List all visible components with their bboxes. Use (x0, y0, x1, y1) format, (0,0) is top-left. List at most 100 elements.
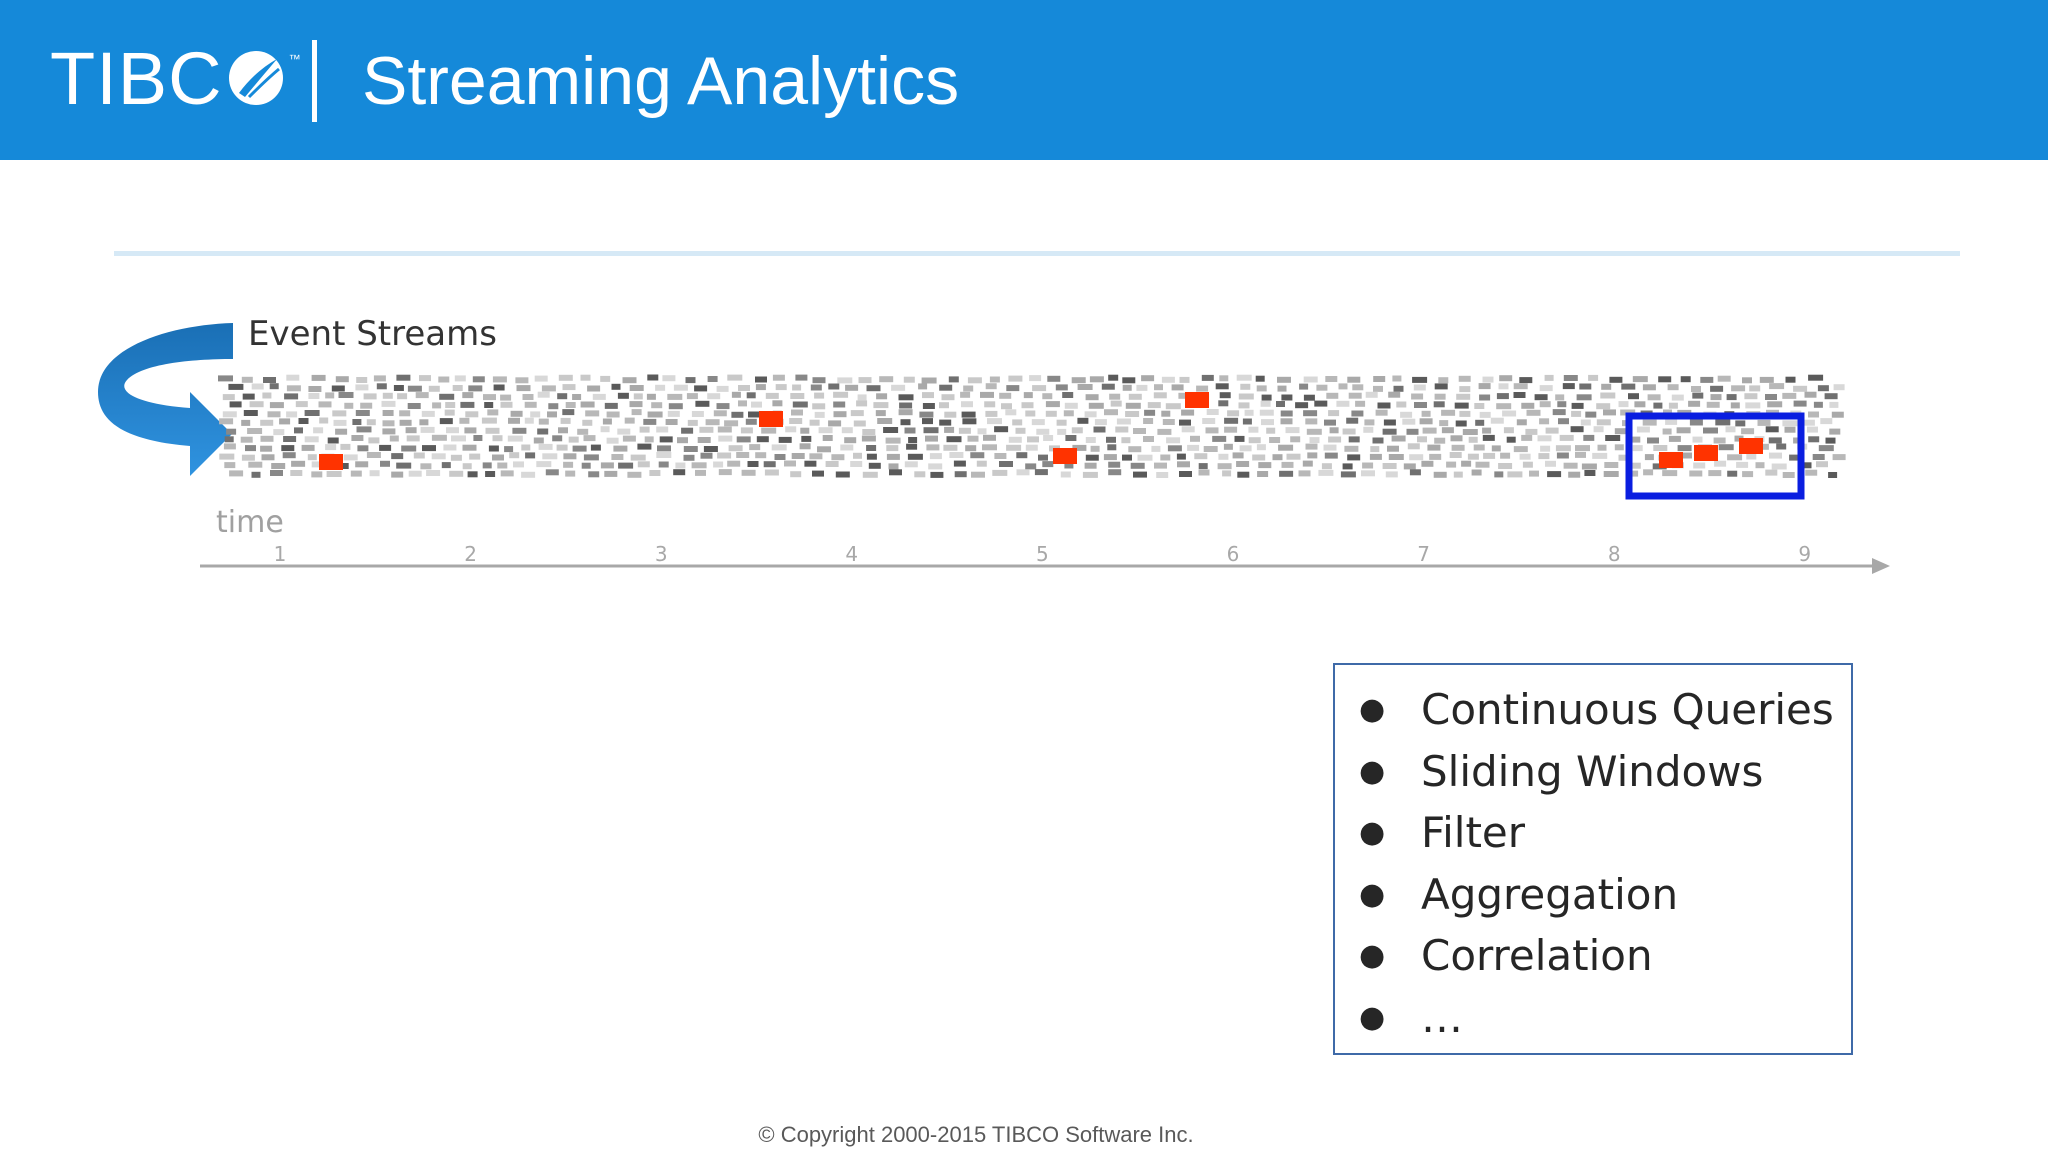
event-dot (1677, 445, 1692, 452)
event-dot (1755, 462, 1765, 469)
event-dot (469, 453, 481, 460)
event-dot (908, 437, 918, 443)
event-dot (1242, 418, 1252, 425)
event-dot (799, 443, 811, 450)
event-dot (606, 411, 620, 418)
event-dot (919, 411, 934, 418)
highlighted-event (1694, 445, 1718, 461)
event-dot (1475, 419, 1485, 426)
event-dot (1166, 437, 1181, 444)
event-dot (999, 461, 1013, 467)
event-dot (1218, 400, 1229, 407)
event-dot (262, 392, 272, 399)
event-dot (604, 470, 618, 477)
event-dot (1693, 462, 1706, 469)
event-dot (560, 417, 571, 424)
event-dot (1411, 393, 1424, 400)
event-dot (500, 394, 512, 401)
event-dot (1064, 462, 1074, 469)
event-dot (1632, 445, 1643, 452)
event-dot (1348, 392, 1362, 399)
event-dot (1122, 377, 1136, 384)
event-dot (1468, 436, 1478, 443)
event-dot (443, 444, 457, 451)
event-dot (1161, 376, 1175, 383)
event-dot (249, 401, 264, 408)
event-dot (1217, 463, 1232, 470)
event-dot (1478, 383, 1491, 390)
axis-tick-label: 7 (1417, 542, 1430, 566)
event-dot (1201, 374, 1214, 381)
event-dot (229, 401, 242, 408)
event-dot (1450, 435, 1463, 442)
event-dot (1665, 418, 1678, 425)
event-dot (992, 469, 1008, 476)
event-dot (351, 435, 364, 441)
event-dot (1808, 436, 1820, 443)
event-dot (925, 435, 938, 442)
event-dot (1342, 463, 1353, 470)
event-dot (748, 411, 761, 418)
event-dot (1600, 392, 1616, 399)
event-dot (1588, 374, 1599, 381)
event-dot (994, 426, 1009, 433)
event-dot (810, 384, 822, 391)
bullet-icon: ● (1359, 938, 1386, 974)
event-dot (260, 435, 274, 442)
event-dot (464, 427, 477, 434)
event-dot (521, 471, 536, 478)
event-dot (1453, 471, 1463, 478)
event-dot (1629, 462, 1641, 469)
event-dot (1085, 394, 1099, 401)
event-dot (556, 444, 568, 451)
event-dot (868, 462, 881, 469)
event-dot (538, 418, 549, 425)
event-dot (530, 411, 541, 418)
event-dot (1261, 419, 1274, 426)
event-dot (961, 401, 973, 408)
event-dot (224, 462, 236, 469)
event-dot (542, 453, 558, 460)
event-dot (582, 419, 593, 426)
sliding-window-box (1625, 412, 1805, 500)
event-dot (675, 462, 686, 469)
event-dot (497, 462, 508, 469)
event-dot (1490, 417, 1504, 424)
event-dot (1597, 444, 1607, 451)
event-dot (1494, 471, 1504, 478)
event-dot (565, 470, 576, 477)
event-dot (1829, 401, 1839, 408)
event-dot (382, 428, 396, 435)
event-dot (1580, 419, 1591, 426)
event-dot (1482, 376, 1494, 383)
event-dot (366, 452, 381, 458)
event-dot (668, 403, 683, 410)
event-dot (1538, 453, 1550, 460)
event-dot (741, 469, 756, 476)
event-dot (1817, 385, 1829, 392)
event-dot (602, 418, 612, 425)
event-dot (1085, 437, 1096, 443)
event-dot (1471, 469, 1482, 476)
event-dot (1038, 454, 1048, 461)
event-dot (699, 426, 714, 433)
event-dot (1603, 471, 1619, 477)
axis-tick-label: 6 (1227, 542, 1240, 566)
event-dot (1406, 428, 1419, 435)
event-dot (338, 463, 349, 469)
event-dot (903, 376, 915, 383)
event-dot (1503, 427, 1514, 434)
event-dot (965, 445, 977, 452)
event-dot (613, 445, 628, 452)
event-dot (1165, 403, 1181, 410)
event-dot (886, 445, 899, 452)
event-dot (533, 437, 544, 444)
event-dot (1128, 446, 1142, 453)
event-dot (1218, 453, 1229, 460)
event-dot (1461, 460, 1472, 467)
event-dot (547, 411, 557, 418)
event-dot (1328, 410, 1340, 417)
event-dot (485, 427, 500, 434)
event-dot (983, 434, 996, 441)
event-dot (1522, 461, 1533, 468)
